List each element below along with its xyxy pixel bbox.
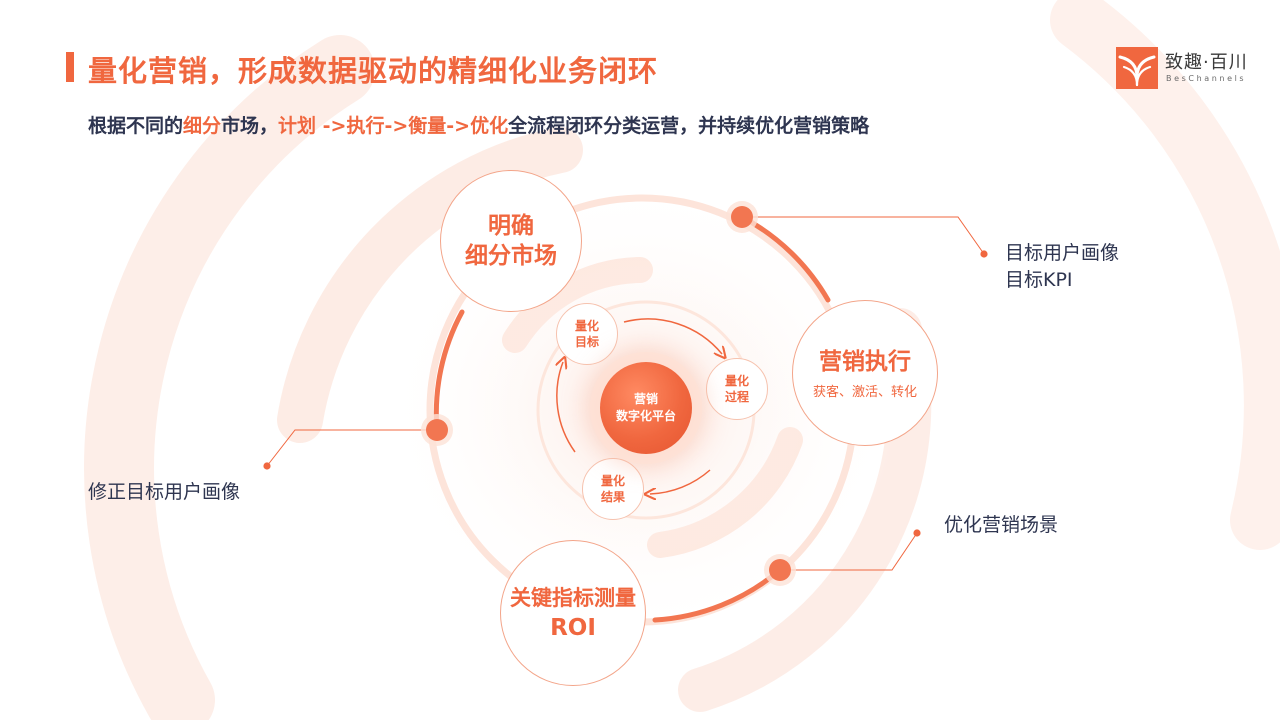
subtitle-highlight-flow: 计划 ->执行->衡量->优化 <box>278 115 509 137</box>
subtitle-part-1: 根据不同的 <box>88 115 184 137</box>
callout-bottom-right: 优化营销场景 <box>944 514 1059 536</box>
inner-node-quantify-process-line2: 过程 <box>724 390 749 404</box>
subtitle-highlight-segment: 细分 <box>183 115 222 137</box>
core-digital-platform-line2: 数字化平台 <box>615 409 676 423</box>
inner-node-quantify-target-line2: 目标 <box>574 335 599 349</box>
brand-name-en: BesChannels <box>1166 74 1247 83</box>
inner-node-quantify-target-line1: 量化 <box>574 319 599 333</box>
inner-node-quantify-process-line1: 量化 <box>724 374 749 388</box>
connector-bottom-right <box>780 532 918 571</box>
page-subtitle: 根据不同的细分市场，计划 ->执行->衡量->优化全流程闭环分类运营，并持续优化… <box>88 111 869 138</box>
callout-dot-left <box>263 462 271 470</box>
core-digital-platform: 营销 数字化平台 <box>600 362 692 454</box>
brand-name: 致趣·百川 <box>1165 52 1248 73</box>
node-define-segment: 明确 细分市场 <box>440 170 582 312</box>
outer-arc-bottom <box>652 567 783 623</box>
node-marketing-execution-title: 营销执行 <box>819 348 911 375</box>
node-define-segment-line2: 细分市场 <box>465 243 557 269</box>
node-marketing-execution-sub: 获客、激活、转化 <box>812 384 917 400</box>
node-kpi-measurement-line2: ROI <box>550 615 596 641</box>
node-kpi-measurement: 关键指标测量 ROI <box>500 540 646 686</box>
anchor-dot-bottom <box>769 559 791 581</box>
callout-top-right-line1: 目标用户画像 <box>1005 242 1120 264</box>
callout-dot-top-right <box>980 250 988 258</box>
brand-logo-icon <box>1116 47 1158 89</box>
node-marketing-execution: 营销执行 获客、激活、转化 <box>792 300 938 446</box>
subtitle-part-5: 全流程闭环分类运营，并持续优化营销策略 <box>508 115 870 137</box>
inner-node-quantify-process: 量化 过程 <box>706 358 768 420</box>
brand-logo: 致趣·百川 BesChannels <box>1116 47 1266 91</box>
core-digital-platform-line1: 营销 <box>633 392 658 406</box>
title-accent-bar <box>66 52 74 82</box>
callout-left: 修正目标用户画像 <box>88 481 241 503</box>
node-define-segment-line1: 明确 <box>488 213 534 239</box>
connector-left <box>266 429 437 467</box>
callout-top-right-line2: 目标KPI <box>1005 269 1073 291</box>
node-kpi-measurement-line1: 关键指标测量 <box>510 586 636 610</box>
subtitle-part-3: 市场， <box>221 115 279 137</box>
inner-node-quantify-result-line2: 结果 <box>600 490 625 504</box>
arrow-result-to-target <box>557 362 576 453</box>
anchor-dot-top <box>731 206 753 228</box>
inner-node-quantify-target: 量化 目标 <box>556 303 618 365</box>
inner-node-quantify-result-line1: 量化 <box>600 474 625 488</box>
connector-top-right <box>742 216 985 255</box>
page-title: 量化营销，形成数据驱动的精细化业务闭环 <box>88 54 659 88</box>
inner-node-quantify-result: 量化 结果 <box>582 458 644 520</box>
callout-dot-bottom-right <box>913 529 921 537</box>
anchor-dot-left <box>426 419 448 441</box>
callout-top-right: 目标用户画像 目标KPI <box>1005 240 1119 294</box>
arrow-target-to-process <box>623 318 722 354</box>
arrow-process-to-result <box>650 469 711 494</box>
